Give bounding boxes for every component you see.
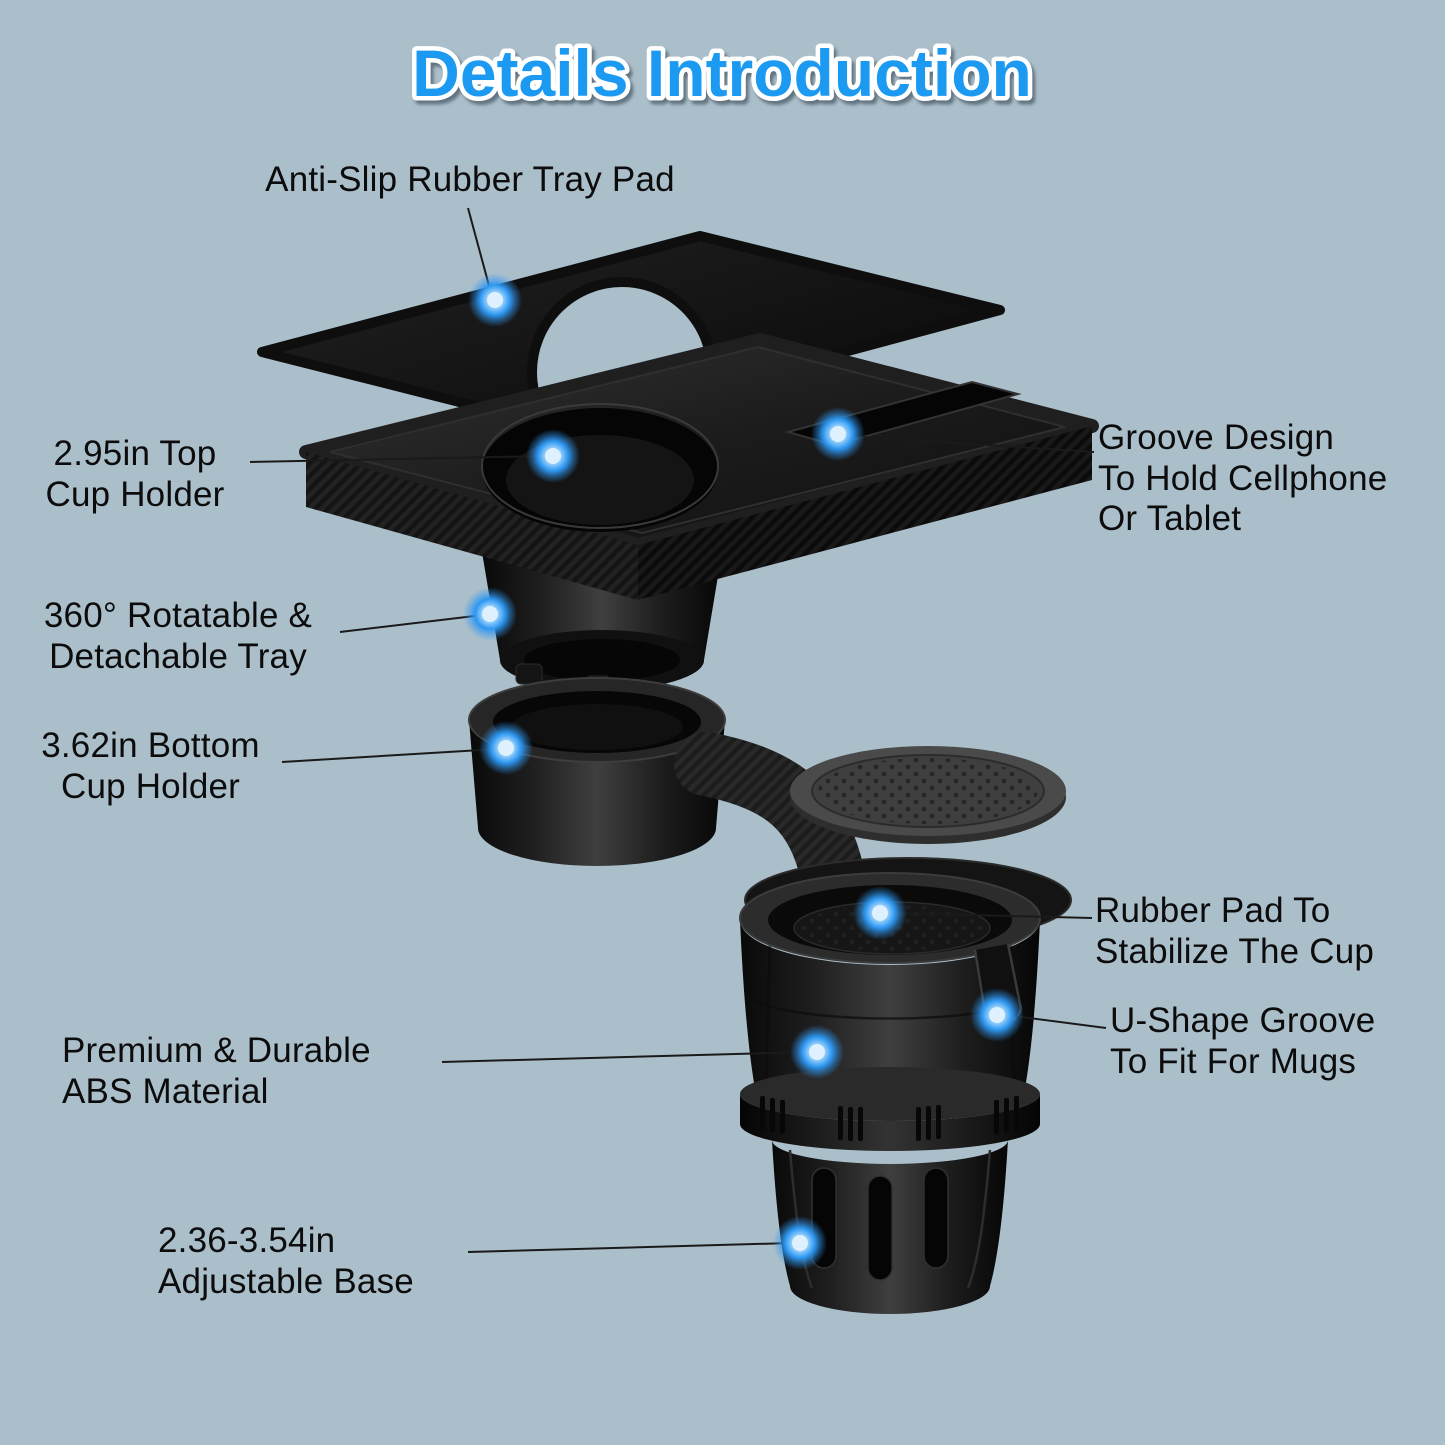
- callout-dot-u-shape-groove: [970, 988, 1024, 1042]
- callout-line-rubber-pad: [887, 912, 1093, 919]
- adjustable-base: [772, 1140, 1008, 1314]
- bottom-cup-holder: [468, 677, 726, 866]
- tray: [299, 333, 1099, 600]
- callout-label-adjustable-base: 2.36-3.54in Adjustable Base: [158, 1221, 414, 1301]
- callout-label-rotatable-tray: 360° Rotatable & Detachable Tray: [43, 596, 313, 676]
- callout-dot-tray-pad: [468, 273, 522, 327]
- callout-dot-adjustable-base: [773, 1216, 827, 1270]
- callout-line-bottom-cup-holder: [281, 748, 499, 763]
- title-banner: Details Introduction: [408, 32, 1037, 115]
- callout-label-u-shape-groove: U-Shape Groove To Fit For Mugs: [1110, 1001, 1376, 1081]
- callout-line-top-cup-holder: [249, 455, 546, 463]
- callout-line-abs-material: [441, 1051, 811, 1063]
- callout-lines: [249, 207, 1107, 1253]
- callout-label-rubber-pad: Rubber Pad To Stabilize The Cup: [1095, 891, 1375, 971]
- callout-dots: [463, 273, 1024, 1270]
- callout-dot-rubber-pad: [853, 886, 907, 940]
- callout-label-top-cup-holder: 2.95in Top Cup Holder: [45, 434, 225, 514]
- callout-line-adjustable-base: [467, 1242, 793, 1253]
- callout-dot-rotatable-tray: [463, 587, 517, 641]
- callout-label-groove-design: Groove Design To Hold Cellphone Or Table…: [1098, 418, 1388, 539]
- adjusting-ring: [740, 1067, 1040, 1151]
- callout-line-groove-design: [845, 435, 1095, 453]
- callout-dot-bottom-cup-holder: [479, 721, 533, 775]
- rubber-coaster: [790, 746, 1066, 844]
- callout-label-abs-material: Premium & Durable ABS Material: [62, 1031, 371, 1111]
- callout-label-tray-pad: Anti-Slip Rubber Tray Pad: [265, 160, 675, 199]
- callout-dot-groove-design: [811, 407, 865, 461]
- callout-line-rotatable-tray: [339, 614, 484, 633]
- callout-label-bottom-cup-holder: 3.62in Bottom Cup Holder: [41, 726, 260, 806]
- page-title: Details Introduction: [412, 36, 1032, 110]
- callout-dot-abs-material: [790, 1025, 844, 1079]
- callout-dot-top-cup-holder: [526, 429, 580, 483]
